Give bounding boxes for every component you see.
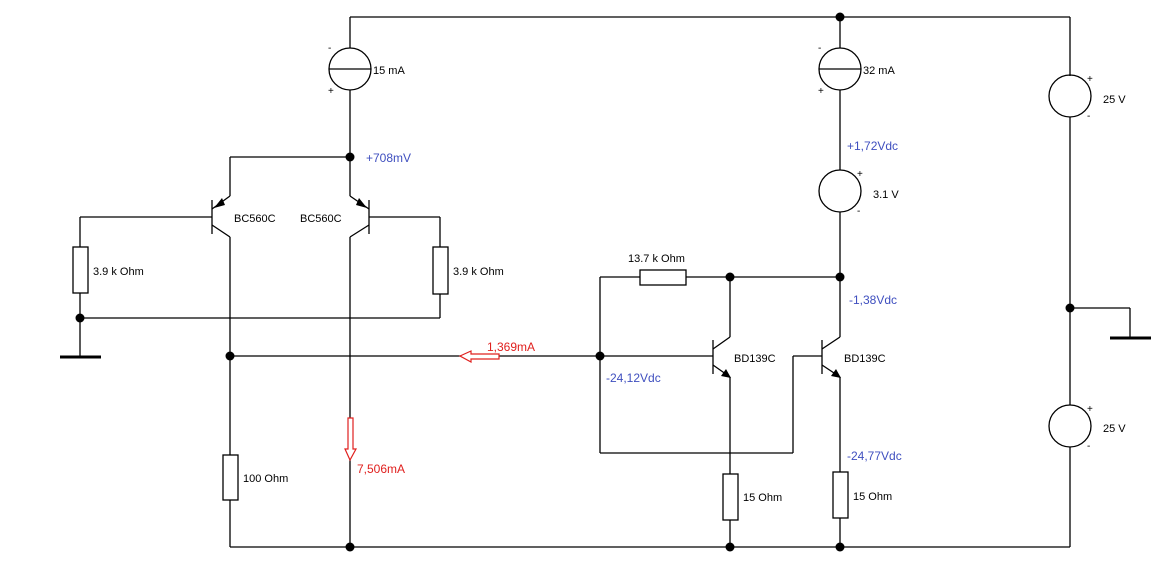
voltage-source-label: 3.1 V	[873, 189, 899, 201]
resistor-label: 3.9 k Ohm	[453, 266, 504, 278]
junction-dot	[725, 272, 735, 282]
junction-dot	[595, 351, 605, 361]
junction-dot	[345, 542, 355, 552]
plus-sign: +	[328, 86, 334, 97]
minus-sign: -	[818, 43, 821, 54]
supply-source-top: + - 25 V	[1048, 74, 1126, 122]
current-source-label: 15 mA	[373, 65, 405, 77]
transistor-q4: BD139C	[821, 336, 886, 378]
resistor-15-ohm-q3: 15 Ohm	[722, 473, 782, 521]
supply-label: 25 V	[1103, 423, 1126, 435]
plus-sign: +	[857, 169, 863, 180]
resistor-100-ohm: 100 Ohm	[222, 454, 288, 501]
current-arrow-icon	[458, 350, 500, 364]
voltage-probe-q4-collector: -1,38Vdc	[849, 293, 897, 307]
junction-dot	[835, 272, 845, 282]
junction-dot	[1065, 303, 1075, 313]
junction-dot	[75, 313, 85, 323]
transistor-label: BD139C	[844, 353, 886, 365]
junction-dots	[75, 12, 1075, 552]
resistor-13k7-feedback: 13.7 k Ohm	[628, 253, 687, 286]
current-probe-q2: 7,506mA	[344, 417, 405, 476]
current-source-15ma: - + 15 mA	[328, 43, 405, 97]
transistor-label: BC560C	[300, 213, 342, 225]
resistor-label: 3.9 k Ohm	[93, 266, 144, 278]
plus-sign: +	[818, 86, 824, 97]
voltage-probe-source-out: +1,72Vdc	[847, 139, 898, 153]
current-probe-label: 7,506mA	[357, 462, 405, 476]
current-source-label: 32 mA	[863, 65, 895, 77]
resistor-15-ohm-q4: 15 Ohm	[832, 471, 892, 519]
junction-dot	[345, 152, 355, 162]
wires	[79, 16, 1131, 548]
current-source-32ma: - + 32 mA	[818, 43, 895, 97]
voltage-probe-q3-base: -24,12Vdc	[606, 371, 661, 385]
transistor-label: BC560C	[234, 213, 276, 225]
supply-label: 25 V	[1103, 94, 1126, 106]
minus-sign: -	[328, 43, 331, 54]
resistor-3k9-right: 3.9 k Ohm	[432, 246, 504, 295]
transistor-q1: BC560C	[211, 195, 276, 238]
junction-dot	[725, 542, 735, 552]
transistor-q2: BC560C	[300, 195, 370, 238]
resistor-label: 15 Ohm	[743, 492, 782, 504]
minus-sign: -	[1087, 441, 1090, 452]
emitter-arrow	[356, 198, 367, 208]
plus-sign: +	[1087, 404, 1093, 415]
current-probe-feedback: 1,369mA	[458, 340, 535, 364]
supply-source-bottom: + - 25 V	[1048, 404, 1126, 452]
junction-dot	[835, 12, 845, 22]
emitter-arrow	[214, 198, 225, 208]
junction-dot	[225, 351, 235, 361]
resistor-label: 100 Ohm	[243, 473, 288, 485]
emitter-arrow	[721, 369, 731, 378]
voltage-probe-tail: +708mV	[366, 151, 411, 165]
voltage-source-3v1: + - 3.1 V	[818, 169, 899, 217]
resistor-label: 15 Ohm	[853, 491, 892, 503]
junction-dot	[835, 542, 845, 552]
transistor-q3: BD139C	[712, 336, 776, 378]
resistor-label: 13.7 k Ohm	[628, 253, 685, 265]
resistor-3k9-left: 3.9 k Ohm	[72, 246, 144, 294]
current-arrow-icon	[344, 417, 358, 462]
current-probe-label: 1,369mA	[487, 340, 535, 354]
emitter-arrow	[831, 369, 841, 378]
voltage-probe-q4-emitter: -24,77Vdc	[847, 449, 902, 463]
transistor-label: BD139C	[734, 353, 776, 365]
minus-sign: -	[857, 206, 860, 217]
minus-sign: -	[1087, 111, 1090, 122]
plus-sign: +	[1087, 74, 1093, 85]
